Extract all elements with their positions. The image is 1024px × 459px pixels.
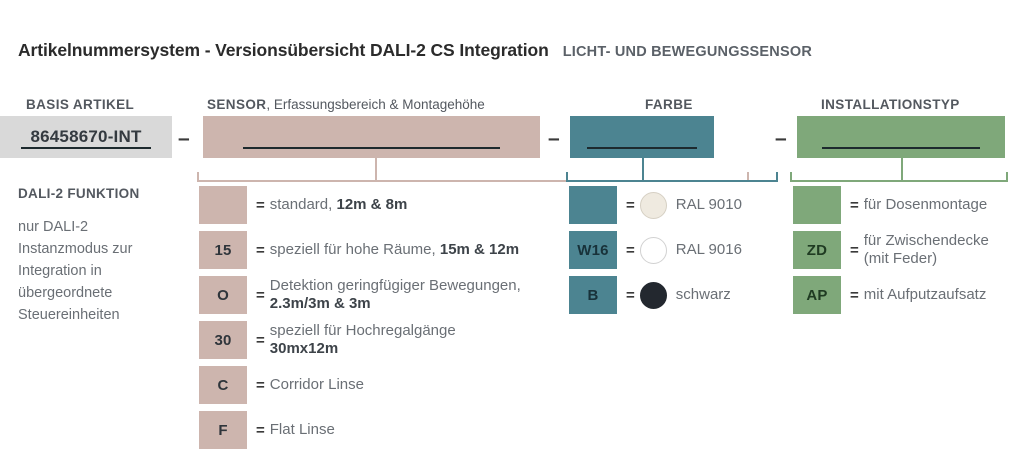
legend-text: Corridor Linse	[269, 375, 364, 393]
bracket-installationstyp-stem	[901, 158, 903, 181]
legend-code-chip	[569, 186, 617, 224]
legend-row-farbe: W16 = RAL 9016	[569, 231, 742, 269]
legend-row-farbe: = RAL 9010	[569, 186, 742, 224]
column-header-sensor-strong: SENSOR	[207, 97, 267, 112]
legend-code-chip: W16	[569, 231, 617, 269]
bracket-sensor-hbar	[197, 180, 749, 182]
legend-text: Detektion geringfügiger Bewegungen, 2.3m…	[269, 276, 521, 312]
legend-code-chip: ZD	[793, 231, 841, 269]
farbe-block	[570, 116, 714, 158]
bracket-farbe-hbar	[566, 180, 778, 182]
color-swatch-schwarz	[639, 281, 667, 309]
bracket-farbe	[566, 158, 778, 184]
legend-text: mit Aufputzaufsatz	[863, 285, 987, 303]
legend-row-installationstyp: ZD =für Zwischendecke (mit Feder)	[793, 231, 989, 269]
legend-text: für Dosenmontage	[863, 195, 988, 213]
legend-row-sensor: C =Corridor Linse	[199, 366, 521, 404]
legend-code-chip: AP	[793, 276, 841, 314]
equals-sign: =	[626, 196, 635, 214]
color-swatch-ral9010	[639, 191, 667, 219]
legend-text: schwarz	[675, 285, 731, 303]
legend-code-chip: F	[199, 411, 247, 449]
bracket-installationstyp-tick-right	[1006, 172, 1008, 182]
legend-row-installationstyp: AP =mit Aufputzaufsatz	[793, 276, 989, 314]
legend-code-chip: C	[199, 366, 247, 404]
legend-code-chip: 30	[199, 321, 247, 359]
bracket-farbe-tick-left	[566, 172, 568, 182]
legend-text: speziell für hohe Räume, 15m & 12m	[269, 240, 520, 258]
legend-row-sensor: =standard, 12m & 8m	[199, 186, 521, 224]
dash-separator-1: –	[178, 127, 190, 150]
legend-text: RAL 9016	[675, 240, 742, 258]
bracket-sensor-tick-left	[197, 172, 199, 182]
legend-code-chip	[793, 186, 841, 224]
dash-separator-2: –	[548, 127, 560, 150]
dash-separator-3: –	[775, 127, 787, 150]
equals-sign: =	[256, 196, 265, 214]
legend-row-sensor: O =Detektion geringfügiger Bewegungen, 2.…	[199, 276, 521, 314]
basis-artikel-code: 86458670-INT	[30, 127, 142, 146]
installationstyp-block-underline	[821, 147, 981, 149]
equals-sign: =	[850, 286, 859, 304]
equals-sign: =	[256, 286, 265, 304]
column-header-farbe: FARBE	[645, 97, 693, 112]
legend-text: für Zwischendecke (mit Feder)	[863, 231, 989, 267]
equals-sign: =	[256, 376, 265, 394]
color-swatch-ral9016	[639, 236, 667, 264]
sensor-block-underline	[243, 147, 500, 149]
equals-sign: =	[256, 241, 265, 259]
legend-text: standard, 12m & 8m	[269, 195, 408, 213]
equals-sign: =	[850, 241, 859, 259]
page-title: Artikelnummersystem - Versionsübersicht …	[18, 40, 549, 60]
basis-artikel-underline	[20, 147, 152, 149]
dali-funktion-body: nur DALI-2 Instanzmodus zur Integration …	[18, 219, 133, 324]
bracket-installationstyp-tick-left	[790, 172, 792, 182]
sensor-block	[203, 116, 540, 158]
legend-row-sensor: 30 =speziell für Hochregalgänge 30mx12m	[199, 321, 521, 359]
legend-code-chip: 15	[199, 231, 247, 269]
legend-row-farbe: B = schwarz	[569, 276, 742, 314]
title-row: Artikelnummersystem - Versionsübersicht …	[18, 40, 812, 61]
equals-sign: =	[626, 241, 635, 259]
column-header-sensor-rest: , Erfassungsbereich & Montagehöhe	[266, 97, 485, 112]
basis-artikel-block: 86458670-INT	[0, 116, 172, 158]
bracket-farbe-stem	[642, 158, 644, 181]
legend-row-installationstyp: =für Dosenmontage	[793, 186, 989, 224]
page-subtitle: LICHT- UND BEWEGUNGSSENSOR	[562, 44, 812, 60]
column-header-sensor: SENSOR, Erfassungsbereich & Montagehöhe	[207, 97, 485, 112]
bracket-sensor	[197, 158, 749, 184]
installationstyp-block	[797, 116, 1005, 158]
legend-text: RAL 9010	[675, 195, 742, 213]
legend-text: Flat Linse	[269, 420, 335, 438]
equals-sign: =	[850, 196, 859, 214]
equals-sign: =	[256, 331, 265, 349]
equals-sign: =	[256, 421, 265, 439]
legend-row-sensor: F =Flat Linse	[199, 411, 521, 449]
bracket-sensor-tick-right	[747, 172, 749, 182]
column-header-basis-artikel: BASIS ARTIKEL	[26, 97, 135, 112]
bracket-farbe-tick-right	[776, 172, 778, 182]
dali-funktion-title: DALI-2 FUNKTION	[18, 186, 140, 201]
column-header-installationstyp: INSTALLATIONSTYP	[821, 97, 960, 112]
legend-code-chip: B	[569, 276, 617, 314]
legend-code-chip	[199, 186, 247, 224]
legend-text: speziell für Hochregalgänge 30mx12m	[269, 321, 456, 357]
bracket-installationstyp	[790, 158, 1008, 184]
equals-sign: =	[626, 286, 635, 304]
legend-row-sensor: 15 =speziell für hohe Räume, 15m & 12m	[199, 231, 521, 269]
legend-code-chip: O	[199, 276, 247, 314]
bracket-sensor-stem	[375, 158, 377, 181]
bracket-installationstyp-hbar	[790, 180, 1008, 182]
farbe-block-underline	[587, 147, 697, 149]
